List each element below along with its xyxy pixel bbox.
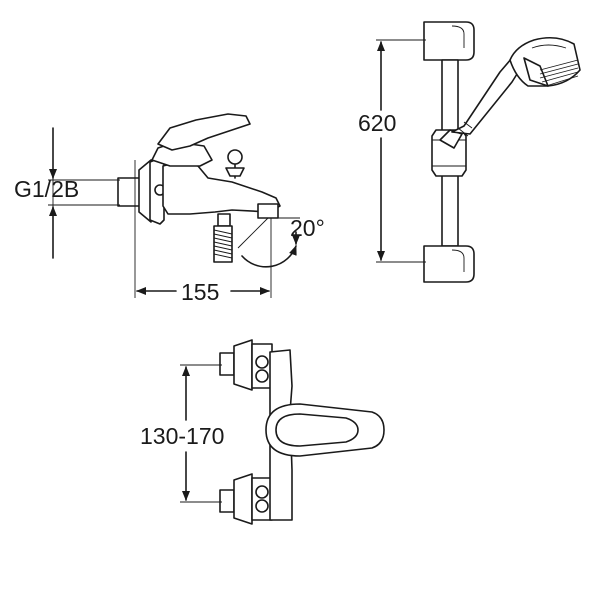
shower-nozzles xyxy=(539,59,579,87)
mixer-front-view xyxy=(219,339,385,525)
top-bracket xyxy=(423,21,475,61)
hand-shower-handle xyxy=(451,57,523,135)
spout-outlet xyxy=(257,203,279,219)
width-label: 155 xyxy=(181,279,219,305)
diverter-knob xyxy=(225,149,245,179)
rail-height-label: 620 xyxy=(358,110,396,136)
spacing-dimension: 130-170 xyxy=(140,364,224,503)
inlet-pipe xyxy=(117,177,141,207)
mixer-side-view xyxy=(117,113,300,268)
angle-arc xyxy=(241,245,297,268)
mixer-body xyxy=(162,161,281,215)
wall-flange xyxy=(138,159,152,223)
angle-label: 20° xyxy=(290,215,325,241)
spacing-label: 130-170 xyxy=(140,423,224,449)
thread-dimension: G1/2B xyxy=(14,127,120,259)
rail-height-dimension: 620 xyxy=(358,39,426,263)
thread-label: G1/2B xyxy=(14,176,79,202)
shower-rail-view xyxy=(423,21,581,283)
handle-lever xyxy=(157,113,251,151)
hand-shower-head xyxy=(509,36,581,87)
width-dimension: 155 xyxy=(134,160,272,305)
bottom-bracket xyxy=(423,245,475,283)
hose-connector xyxy=(213,213,233,263)
